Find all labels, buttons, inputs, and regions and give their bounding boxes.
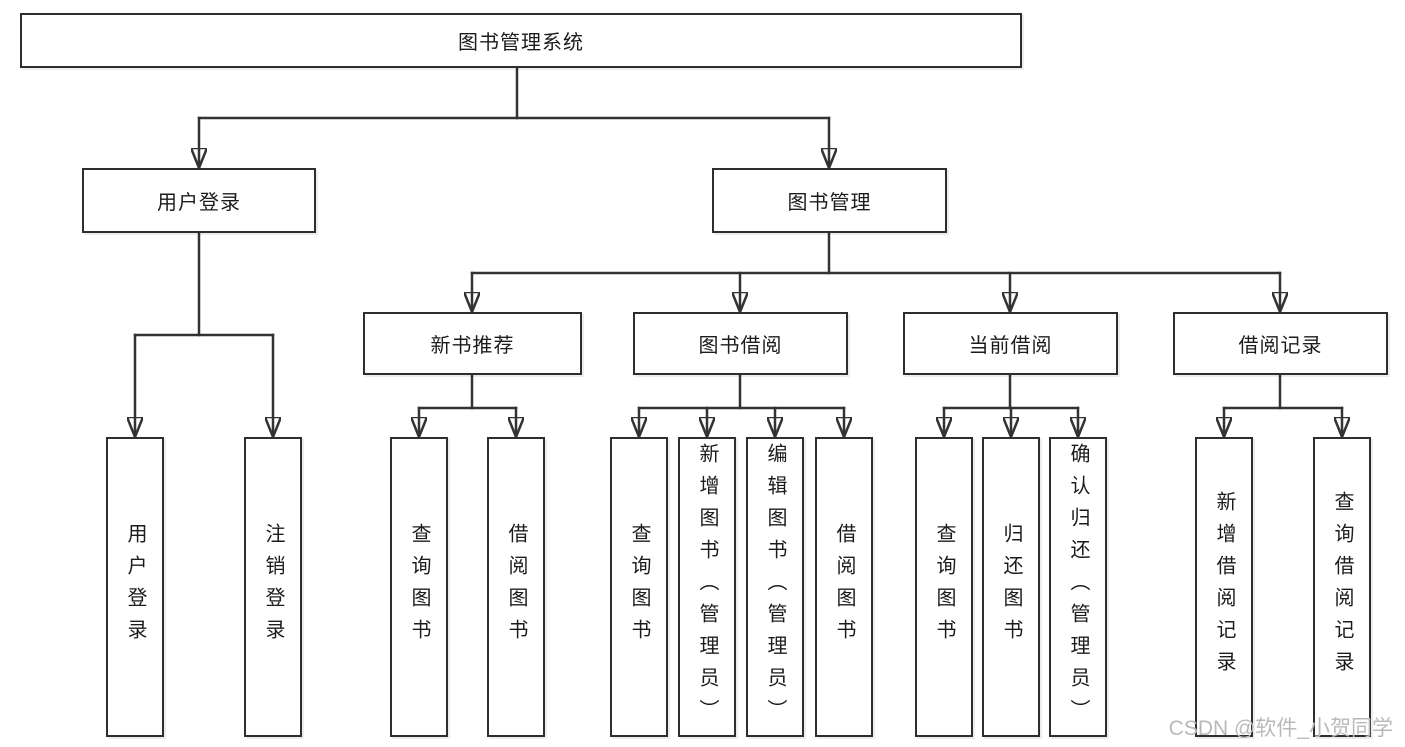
- node-user-login-label: 用户登录: [157, 192, 241, 214]
- watermark: CSDN @软件_小贺同学: [1168, 717, 1393, 740]
- node-user-login: 用户登录: [82, 168, 316, 233]
- leaf-borrow-edit-books-admin: 编辑图书（管理员）: [746, 437, 804, 737]
- leaf-newbook-query-books-label: 查询图书: [408, 523, 430, 651]
- leaf-borrow-borrow-books: 借阅图书: [815, 437, 873, 737]
- node-book-borrow-label: 图书借阅: [698, 335, 783, 357]
- leaf-borrow-query-books: 查询图书: [610, 437, 668, 737]
- node-book-management: 图书管理: [712, 168, 947, 233]
- connector-new-book-recommend-to-leaves: [419, 373, 516, 439]
- leaf-current-confirm-return-admin-label: 确认归还（管理员）: [1067, 443, 1089, 731]
- connector-root-to-level2: [199, 66, 829, 170]
- connector-current-borrow-to-leaves: [944, 373, 1078, 439]
- leaf-record-query-borrow-record-label: 查询借阅记录: [1331, 491, 1353, 683]
- leaf-logout: 注销登录: [244, 437, 302, 737]
- leaf-borrow-query-books-label: 查询图书: [628, 523, 650, 651]
- connector-borrow-record-to-leaves: [1224, 373, 1342, 439]
- leaf-newbook-borrow-books-label: 借阅图书: [505, 523, 527, 651]
- leaf-newbook-borrow-books: 借阅图书: [487, 437, 545, 737]
- leaf-user-login: 用户登录: [106, 437, 164, 737]
- node-library-management-system: 图书管理系统: [20, 13, 1022, 68]
- leaf-current-return-books-label: 归还图书: [1000, 523, 1022, 651]
- leaf-current-query-books-label: 查询图书: [933, 523, 955, 651]
- node-current-borrow: 当前借阅: [903, 312, 1118, 375]
- leaf-newbook-query-books: 查询图书: [390, 437, 448, 737]
- connector-book-borrow-to-leaves: [639, 373, 844, 439]
- connector-user-login-to-leaves: [135, 231, 273, 439]
- connector-book-management-to-level3: [472, 231, 1280, 314]
- leaf-current-return-books: 归还图书: [982, 437, 1040, 737]
- leaf-record-add-borrow-record-label: 新增借阅记录: [1213, 491, 1235, 683]
- node-current-borrow-label: 当前借阅: [968, 335, 1053, 357]
- leaf-borrow-add-books-admin-label: 新增图书（管理员）: [696, 443, 718, 731]
- leaf-current-query-books: 查询图书: [915, 437, 973, 737]
- leaf-borrow-add-books-admin: 新增图书（管理员）: [678, 437, 736, 737]
- node-book-management-label: 图书管理: [787, 192, 872, 214]
- node-book-borrow: 图书借阅: [633, 312, 848, 375]
- leaf-borrow-borrow-books-label: 借阅图书: [833, 523, 855, 651]
- node-new-book-recommend-label: 新书推荐: [430, 335, 515, 357]
- leaf-record-query-borrow-record: 查询借阅记录: [1313, 437, 1371, 737]
- node-borrow-record-label: 借阅记录: [1238, 335, 1323, 357]
- node-library-management-system-label: 图书管理系统: [458, 32, 584, 54]
- node-new-book-recommend: 新书推荐: [363, 312, 582, 375]
- leaf-borrow-edit-books-admin-label: 编辑图书（管理员）: [764, 443, 786, 731]
- node-borrow-record: 借阅记录: [1173, 312, 1388, 375]
- leaf-record-add-borrow-record: 新增借阅记录: [1195, 437, 1253, 737]
- leaf-logout-label: 注销登录: [262, 523, 284, 651]
- leaf-current-confirm-return-admin: 确认归还（管理员）: [1049, 437, 1107, 737]
- leaf-user-login-label: 用户登录: [124, 523, 146, 651]
